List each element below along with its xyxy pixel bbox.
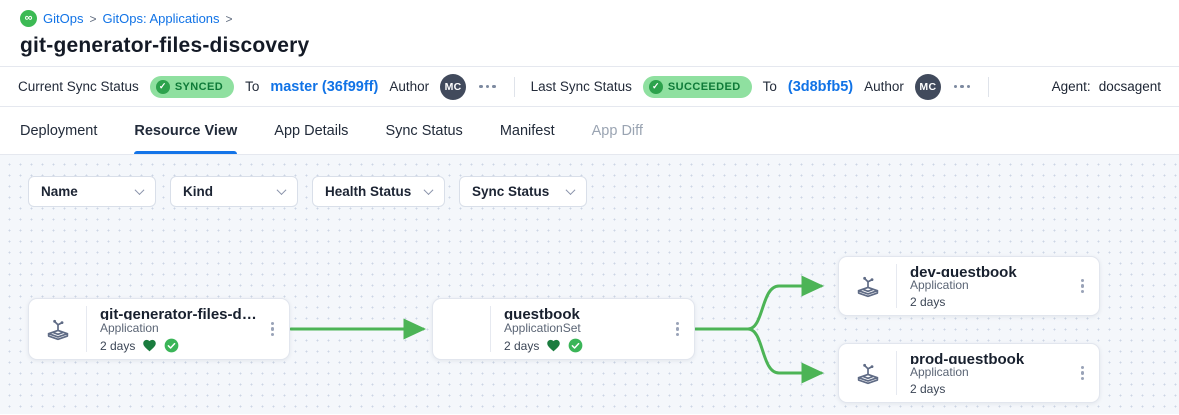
application-icon (839, 257, 896, 315)
filter-name-dropdown[interactable]: Name (28, 176, 156, 207)
application-icon (839, 344, 896, 402)
node-content: git-generator-files-disco... Application… (87, 299, 264, 359)
node-kebab-menu-icon[interactable] (1078, 276, 1087, 297)
node-divider (86, 306, 87, 352)
node-age: 2 days (910, 295, 946, 309)
filter-kind-label: Kind (183, 184, 213, 199)
agent-label: Agent: (1051, 79, 1091, 94)
breadcrumb: ∞ GitOps > GitOps: Applications > (20, 10, 1159, 27)
status-bar: Current Sync Status ✓ SYNCED To master (… (0, 66, 1179, 107)
node-content: dev-guestbook Application 2 days (897, 257, 1074, 315)
node-icon-empty (433, 299, 490, 359)
tab-deployment[interactable]: Deployment (20, 122, 98, 139)
tab-manifest[interactable]: Manifest (499, 122, 555, 139)
check-circle-icon (164, 338, 179, 353)
last-author-label: Author (864, 79, 904, 94)
node-age: 2 days (910, 382, 946, 396)
last-sync-status-label: Last Sync Status (530, 79, 632, 94)
node-dev-guestbook[interactable]: dev-guestbook Application 2 days (838, 256, 1100, 316)
tab-sync-status[interactable]: Sync Status (385, 122, 463, 139)
chevron-down-icon (565, 185, 576, 196)
check-circle-icon: ✓ (155, 79, 170, 94)
filter-row: Name Kind Health Status Sync Status (28, 176, 587, 207)
last-author-avatar[interactable]: MC (914, 73, 941, 100)
node-content: prod-guestbook Application 2 days (897, 344, 1074, 402)
tab-app-details[interactable]: App Details (274, 122, 349, 139)
synced-status-badge: ✓ SYNCED (149, 75, 235, 98)
node-title: dev-guestbook (910, 264, 1017, 277)
heart-icon (143, 339, 157, 352)
filter-name-label: Name (41, 184, 78, 199)
check-circle-icon: ✓ (648, 79, 663, 94)
agent-value: docsagent (1098, 79, 1161, 94)
synced-badge-label: SYNCED (174, 80, 224, 93)
heart-icon (547, 339, 561, 352)
page-title: git-generator-files-discovery (20, 34, 310, 57)
filter-health-status-label: Health Status (325, 184, 412, 199)
page-header: ∞ GitOps > GitOps: Applications > git-ge… (0, 0, 1179, 66)
current-author-label: Author (389, 79, 430, 94)
last-to-label: To (762, 79, 777, 94)
last-sync-status-group: Last Sync Status ✓ SUCCEEDED To (3d8bfb5… (530, 73, 973, 100)
breadcrumb-link-gitops[interactable]: GitOps (43, 11, 84, 26)
current-sync-status-label: Current Sync Status (18, 79, 139, 94)
node-age: 2 days (100, 338, 136, 353)
current-author-avatar[interactable]: MC (440, 73, 467, 100)
node-title: git-generator-files-disco... (100, 306, 260, 320)
gitops-infinity-icon: ∞ (20, 10, 37, 27)
last-revision-link[interactable]: (3d8bfb5) (787, 78, 854, 95)
filter-sync-status-label: Sync Status (472, 184, 550, 199)
current-revision-link[interactable]: master (36f99ff) (270, 78, 379, 95)
resource-graph-canvas: Name Kind Health Status Sync Status (0, 155, 1179, 414)
node-git-generator-files-discovery[interactable]: git-generator-files-disco... Application… (28, 298, 290, 360)
last-ellipsis-menu-icon[interactable] (952, 81, 973, 93)
node-kebab-menu-icon[interactable] (673, 319, 682, 340)
node-kebab-menu-icon[interactable] (268, 319, 277, 340)
breadcrumb-separator: > (89, 11, 97, 26)
tab-bar: Deployment Resource View App Details Syn… (0, 107, 1179, 155)
current-ellipsis-menu-icon[interactable] (477, 81, 498, 93)
node-prod-guestbook[interactable]: prod-guestbook Application 2 days (838, 343, 1100, 403)
node-kind: Application (910, 365, 969, 379)
chevron-down-icon (276, 185, 287, 196)
filter-health-status-dropdown[interactable]: Health Status (312, 176, 445, 207)
node-age: 2 days (504, 338, 540, 353)
current-to-label: To (245, 79, 260, 94)
node-kind: Application (910, 278, 969, 292)
succeeded-status-badge: ✓ SUCCEEDED (642, 75, 752, 98)
tab-resource-view[interactable]: Resource View (134, 107, 237, 154)
node-title: prod-guestbook (910, 351, 1025, 364)
node-content: guestbook ApplicationSet 2 days (491, 299, 669, 359)
check-circle-icon (568, 338, 583, 353)
node-divider (490, 306, 491, 352)
node-guestbook[interactable]: guestbook ApplicationSet 2 days (432, 298, 695, 360)
node-kind: Application (100, 321, 159, 335)
node-kebab-menu-icon[interactable] (1078, 363, 1087, 384)
filter-sync-status-dropdown[interactable]: Sync Status (459, 176, 587, 207)
node-divider (896, 351, 897, 395)
node-kind: ApplicationSet (504, 321, 581, 335)
breadcrumb-link-applications[interactable]: GitOps: Applications (102, 11, 220, 26)
filter-kind-dropdown[interactable]: Kind (170, 176, 298, 207)
node-title: guestbook (504, 306, 580, 320)
status-bar-divider (988, 76, 990, 97)
chevron-down-icon (423, 185, 434, 196)
agent-group: Agent: docsagent (1052, 79, 1161, 94)
application-icon (29, 299, 86, 359)
current-sync-status-group: Current Sync Status ✓ SYNCED To master (… (18, 73, 498, 100)
succeeded-badge-label: SUCCEEDED (667, 80, 741, 93)
breadcrumb-separator: > (225, 11, 233, 26)
node-divider (896, 264, 897, 308)
status-bar-divider (513, 76, 515, 97)
chevron-down-icon (134, 185, 145, 196)
tab-app-diff: App Diff (591, 122, 643, 139)
